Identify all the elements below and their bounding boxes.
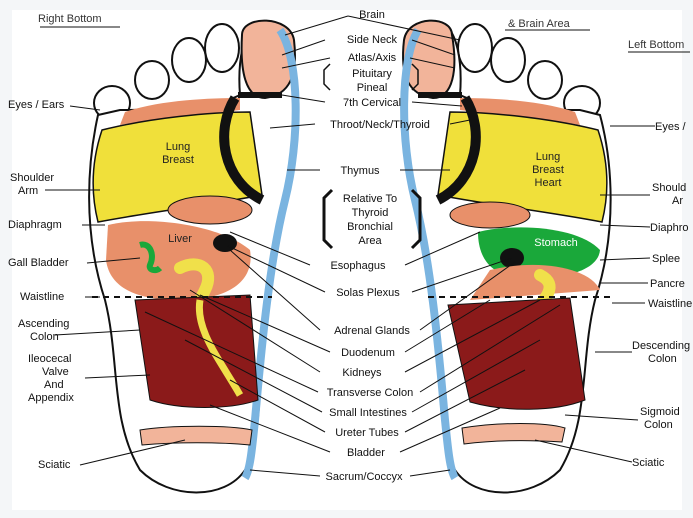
toe-fourth-l (528, 61, 562, 99)
label-pineal: Pineal (357, 82, 388, 94)
label-thymus: Thymus (340, 165, 380, 177)
label-descending: Descending (632, 340, 690, 352)
sciatic-band (140, 426, 252, 445)
zone-lung-right: Lung (536, 151, 560, 163)
toe-third (172, 38, 206, 82)
brain-area-title: & Brain Area (508, 18, 571, 30)
label-sciatic-right: Sciatic (632, 457, 665, 469)
label-ileocecal: Ileocecal (28, 353, 71, 365)
zone-liver: Liver (168, 233, 192, 245)
label-valve: Valve (42, 366, 69, 378)
label-thyroid: Thyroid (352, 207, 389, 219)
toe-fourth (135, 61, 169, 99)
zone-breast-right: Breast (532, 164, 564, 176)
toe-third-l (491, 38, 525, 82)
zone-stomach: Stomach (534, 237, 577, 249)
label-relative-to: Relative To (343, 193, 397, 205)
left-bottom-title: Left Bottom (628, 39, 684, 51)
label-spleen: Splee (652, 253, 680, 265)
diaphragm-zone (168, 196, 252, 224)
label-eyes-right: Eyes / (655, 121, 687, 133)
zone-breast-left: Breast (162, 154, 194, 166)
label-esophagus: Esophagus (330, 260, 386, 272)
label-kidneys: Kidneys (342, 367, 382, 379)
label-shoulder-left: Shoulder (10, 172, 54, 184)
toe-second-l (458, 24, 492, 72)
diaphragm-zone-l (450, 202, 530, 228)
label-diaphragm-right: Diaphro (650, 222, 689, 234)
label-eyes-ears: Eyes / Ears (8, 99, 65, 111)
label-atlas-axis: Atlas/Axis (348, 52, 397, 64)
label-pituitary: Pituitary (352, 68, 392, 80)
label-bladder: Bladder (347, 447, 385, 459)
label-sigmoid: Sigmoid (640, 406, 680, 418)
label-brain: Brain (359, 9, 385, 21)
label-area: Area (358, 235, 382, 247)
right-bottom-title: Right Bottom (38, 13, 102, 25)
label-ascending: Ascending (18, 318, 69, 330)
sciatic-band-l (462, 424, 565, 445)
label-and: And (44, 379, 64, 391)
label-waistline-right: Waistline (648, 298, 692, 310)
label-arm-left: Arm (18, 185, 38, 197)
label-sciatic-left: Sciatic (38, 459, 71, 471)
label-appendix: Appendix (28, 392, 74, 404)
adrenal-mark (213, 234, 237, 252)
zone-heart: Heart (535, 177, 562, 189)
label-bronchial: Bronchial (347, 221, 393, 233)
label-adrenal-glands: Adrenal Glands (334, 325, 410, 337)
label-sacrum-coccyx: Sacrum/Coccyx (325, 471, 403, 483)
label-ureter-tubes: Ureter Tubes (335, 427, 399, 439)
label-throat-neck-thyroid: Throot/Neck/Thyroid (330, 119, 430, 131)
label-descending-colon: Colon (648, 353, 677, 365)
label-diaphragm-left: Diaphragm (8, 219, 62, 231)
label-7th-cervical: 7th Cervical (343, 97, 401, 109)
label-sigmoid-colon: Colon (644, 419, 673, 431)
label-arm-right: Ar (672, 195, 683, 207)
label-waistline-left: Waistline (20, 291, 64, 303)
label-gall-bladder: Gall Bladder (8, 257, 69, 269)
toe-second (205, 24, 239, 72)
label-side-neck: Side Neck (347, 34, 398, 46)
label-small-intestines: Small Intestines (329, 407, 407, 419)
zone-lung-left: Lung (166, 141, 190, 153)
label-solar-plexus: Solas Plexus (336, 287, 400, 299)
label-duodenum: Duodenum (341, 347, 395, 359)
label-pancreas: Pancre (650, 278, 685, 290)
label-ascending-colon: Colon (30, 331, 59, 343)
label-transverse-colon: Transverse Colon (327, 387, 413, 399)
label-shoulder-right: Should (652, 182, 686, 194)
big-toe-brain-zone (242, 21, 295, 98)
